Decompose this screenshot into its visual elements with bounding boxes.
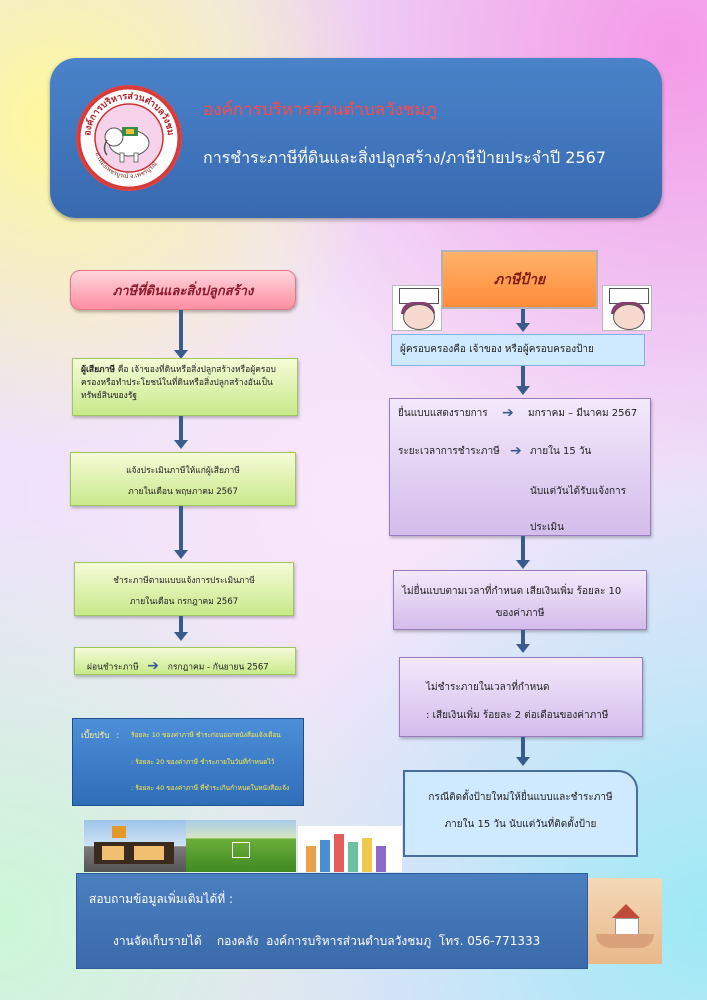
late-payment-line2: : เสียเงินเพิ่ม ร้อยละ 2 ต่อเดือนของค่าภ… (426, 710, 609, 721)
down-arrow-icon (174, 440, 188, 449)
new-sign-line2: ภายใน 15 วัน นับแต่วันที่ติดตั้งป้าย (444, 819, 597, 830)
fine-item-1: ร้อยละ 10 ของค่าภาษี ชำระก่อนออกหนังสือแ… (131, 731, 281, 739)
down-arrow-icon (516, 323, 530, 332)
taxpayer-box: ผู้เสียภาษี คือ เจ้าของที่ดินหรือสิ่งปลู… (72, 358, 298, 416)
right-arrow-icon: ➔ (147, 658, 159, 674)
fine-separator: : (116, 731, 120, 741)
assessment-line1: แจ้งประเมินภาษีให้แก่ผู้เสียภาษี (126, 466, 240, 476)
payment-line1: ชำระภาษีตามแบบแจ้งการประเมินภาษี (113, 576, 255, 586)
late-filing-box: ไม่ยื่นแบบตามเวลาที่กำหนด เสียเงินเพิ่ม … (393, 570, 647, 630)
late-filing-line2: ของค่าภาษี (495, 608, 545, 619)
down-arrow-icon (174, 550, 188, 559)
fine-label: เบี้ยปรับ (81, 731, 110, 741)
down-arrow-icon (516, 560, 530, 569)
installment-period: กรกฎาคม - กันยายน 2567 (167, 662, 269, 673)
building-photo (84, 820, 186, 872)
fine-item-2: : ร้อยละ 20 ของค่าภาษี ชำระภายในวันที่กำ… (131, 758, 275, 766)
fine-item-3: : ร้อยละ 40 ของค่าภาษี ที่ชำระเกินกำหนดใ… (131, 784, 290, 792)
org-seal-logo: องค์การบริหารส่วนตำบลวังชมภู อ.เมืองเพชร… (76, 85, 182, 191)
late-payment-line1: ไม่ชำระภายในเวลาที่กำหนด (426, 682, 550, 693)
new-sign-box: กรณีติดตั้งป้ายใหม่ให้ยื่นแบบและชำระภาษี… (403, 770, 638, 857)
payment-line2: ภายในเดือน กรกฎาคม 2567 (129, 597, 239, 608)
land-tax-heading: ภาษีที่ดินและสิ่งปลูกสร้าง (70, 270, 296, 310)
assessment-box: แจ้งประเมินภาษีให้แก่ผู้เสียภาษี ภายในเด… (70, 452, 296, 506)
girl-left-illustration (392, 285, 442, 331)
taxpayer-text: คือ เจ้าของที่ดินหรือสิ่งปลูกสร้างหรือผู… (81, 365, 276, 402)
late-payment-box: ไม่ชำระภายในเวลาที่กำหนด : เสียเงินเพิ่ม… (399, 657, 643, 737)
contact-footer: สอบถามข้อมูลเพิ่มเติมได้ที่ : งานจัดเก็บ… (76, 873, 588, 969)
filing-box: ยื่นแบบแสดงรายการ ➔ มกราคม – มีนาคม 2567… (389, 398, 651, 536)
pay-note-2: ประเมิน (530, 522, 564, 533)
down-arrow-icon (516, 644, 530, 653)
flow-line (179, 616, 183, 634)
taxpayer-label: ผู้เสียภาษี (81, 365, 116, 375)
filing-label: ยื่นแบบแสดงรายการ (398, 408, 488, 419)
flow-line (521, 737, 525, 759)
flow-line (179, 416, 183, 442)
late-filing-line1: ไม่ยื่นแบบตามเวลาที่กำหนด เสียเงินเพิ่ม … (402, 586, 622, 597)
new-sign-line1: กรณีติดตั้งป้ายใหม่ให้ยื่นแบบและชำระภาษี (428, 792, 613, 803)
flow-line (179, 310, 183, 352)
down-arrow-icon (516, 757, 530, 766)
fine-box: เบี้ยปรับ : ร้อยละ 10 ของค่าภาษี ชำระก่อ… (72, 718, 304, 806)
down-arrow-icon (174, 632, 188, 641)
owner-box: ผู้ครอบครองคือ เจ้าของ หรือผู้ครอบครองป้… (391, 334, 645, 366)
payment-box: ชำระภาษีตามแบบแจ้งการประเมินภาษี ภายในเด… (74, 562, 294, 616)
flow-line (521, 630, 525, 646)
down-arrow-icon (174, 350, 188, 359)
installment-box: ผ่อนชำระภาษี ➔ กรกฎาคม - กันยายน 2567 (74, 647, 296, 675)
page-subtitle: การชำระภาษีที่ดินและสิ่งปลูกสร้าง/ภาษีป้… (203, 148, 606, 167)
installment-label: ผ่อนชำระภาษี (87, 662, 139, 673)
flow-line (521, 366, 525, 388)
assessment-line2: ภายในเดือน พฤษภาคม 2567 (128, 487, 238, 498)
filing-period: มกราคม – มีนาคม 2567 (528, 408, 638, 419)
flow-line (521, 536, 525, 562)
pay-period-value: ภายใน 15 วัน (530, 446, 592, 457)
down-arrow-icon (516, 386, 530, 395)
page-title: องค์การบริหารส่วนตำบลวังชมภู (203, 100, 437, 120)
pay-note-1: นับแต่วันได้รับแจ้งการ (530, 486, 627, 497)
land-photo (186, 820, 296, 872)
flow-line (521, 309, 525, 325)
flow-line (179, 506, 183, 552)
house-in-hands-photo (588, 878, 662, 964)
right-arrow-icon: ➔ (502, 405, 514, 421)
city-photo (298, 826, 402, 872)
right-arrow-icon: ➔ (510, 443, 522, 459)
contact-details: งานจัดเก็บรายได้ กองคลัง องค์การบริหารส่… (113, 934, 541, 948)
pay-period-label: ระยะเวลาการชำระภาษี (398, 446, 500, 457)
sign-tax-heading: ภาษีป้าย (441, 250, 598, 309)
girl-right-illustration (602, 285, 652, 331)
contact-heading: สอบถามข้อมูลเพิ่มเติมได้ที่ : (89, 892, 234, 906)
